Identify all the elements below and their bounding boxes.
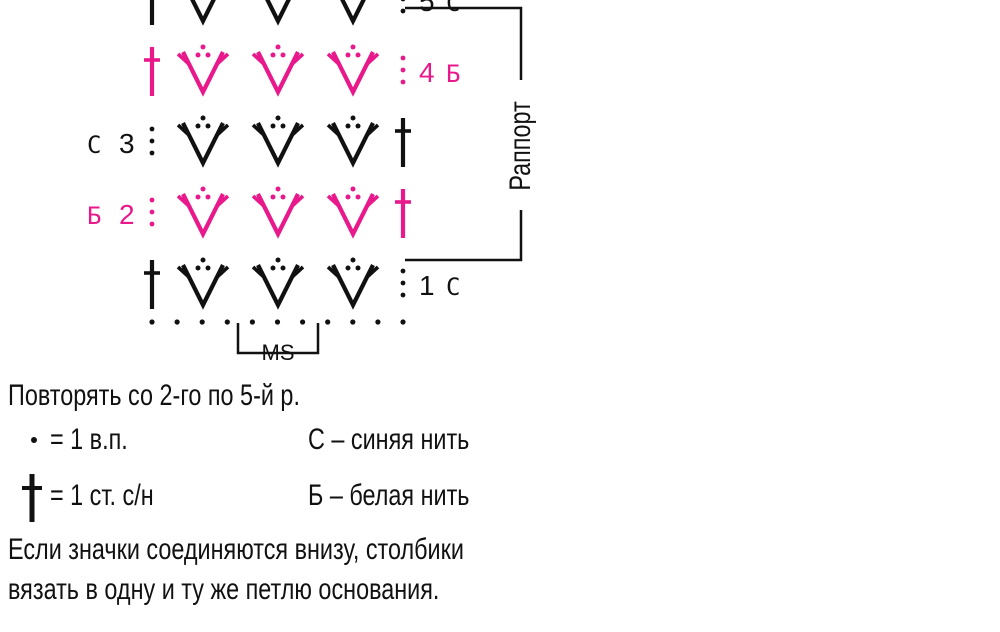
chain-definition: = 1 в.п. [50,423,128,456]
chain-dot [400,268,406,274]
shell-stitch [176,186,230,239]
row-label-2: 2Б [87,199,135,230]
note-line-1: Если значки соединяются внизу, столбики [8,533,464,566]
yarn-letter: Б [87,202,101,230]
treble-stitch [395,189,411,238]
yarn-letter: С [87,131,101,159]
shell-stitch [251,257,305,310]
chain-dot [400,8,406,14]
ms-bracket [236,323,320,355]
chain-dot [400,292,406,298]
chain-dot-icon [31,437,37,443]
chain-dot [400,0,406,2]
shell-stitch [190,0,216,26]
treble-stitch [144,260,160,309]
blue-yarn-definition: С – синяя нить [308,423,470,456]
chain-dot [149,126,155,132]
white-yarn-definition: Б – белая нить [308,479,470,512]
repeat-instruction: Повторять со 2-го по 5-й р. [8,379,300,412]
chain-dot [300,319,306,325]
treble-definition: = 1 ст. с/н [50,479,154,512]
shell-stitch [265,0,291,26]
shell-stitch [251,186,305,239]
row-number: 4 [419,57,435,88]
shell-stitch [176,115,230,168]
ms-label: MS [262,340,295,365]
chain-dot [325,319,331,325]
chain-dot [149,150,155,156]
row-number: 1 [419,270,435,301]
chain-dot [350,319,356,325]
repeat-label: Раппорт [503,101,536,190]
chain-dot [224,319,230,325]
chain-dot [149,319,155,325]
treble-stitch [395,118,411,167]
chain-dot [400,319,406,325]
chain-dot [375,319,381,325]
chain-dot [400,67,406,73]
treble-crochet-icon [22,474,42,522]
chain-dot [400,79,406,85]
chain-dot [174,319,180,325]
chain-dot [149,209,155,215]
chain-dot [400,280,406,286]
yarn-letter: С [446,273,460,301]
foundation-chain-row [149,319,406,325]
shell-stitch [326,257,380,310]
treble-stitch [149,0,155,25]
chain-dot [400,55,406,61]
treble-stitch [144,47,160,96]
shell-stitch [326,186,380,239]
row-3 [149,115,411,168]
shell-stitch [326,115,380,168]
chain-dot [149,197,155,203]
row-number: 2 [119,199,135,230]
shell-stitch [251,44,305,97]
shell-stitch [176,44,230,97]
row-2 [149,186,411,239]
chain-dot [149,138,155,144]
row-label-3: 3С [87,128,135,159]
note-line-2: вязать в одну и ту же петлю основания. [8,573,440,606]
chain-dot [199,319,205,325]
stitch-rows [144,0,411,310]
shell-stitch [340,0,366,26]
row-5 [149,0,406,26]
chain-dot [149,221,155,227]
shell-stitch [326,44,380,97]
row-1 [144,257,406,310]
shell-stitch [176,257,230,310]
chain-dot [249,319,255,325]
chain-dot [274,319,281,325]
row-4 [144,44,406,97]
shell-stitch [251,115,305,168]
yarn-letter: Б [446,60,460,88]
row-number: 3 [119,128,135,159]
